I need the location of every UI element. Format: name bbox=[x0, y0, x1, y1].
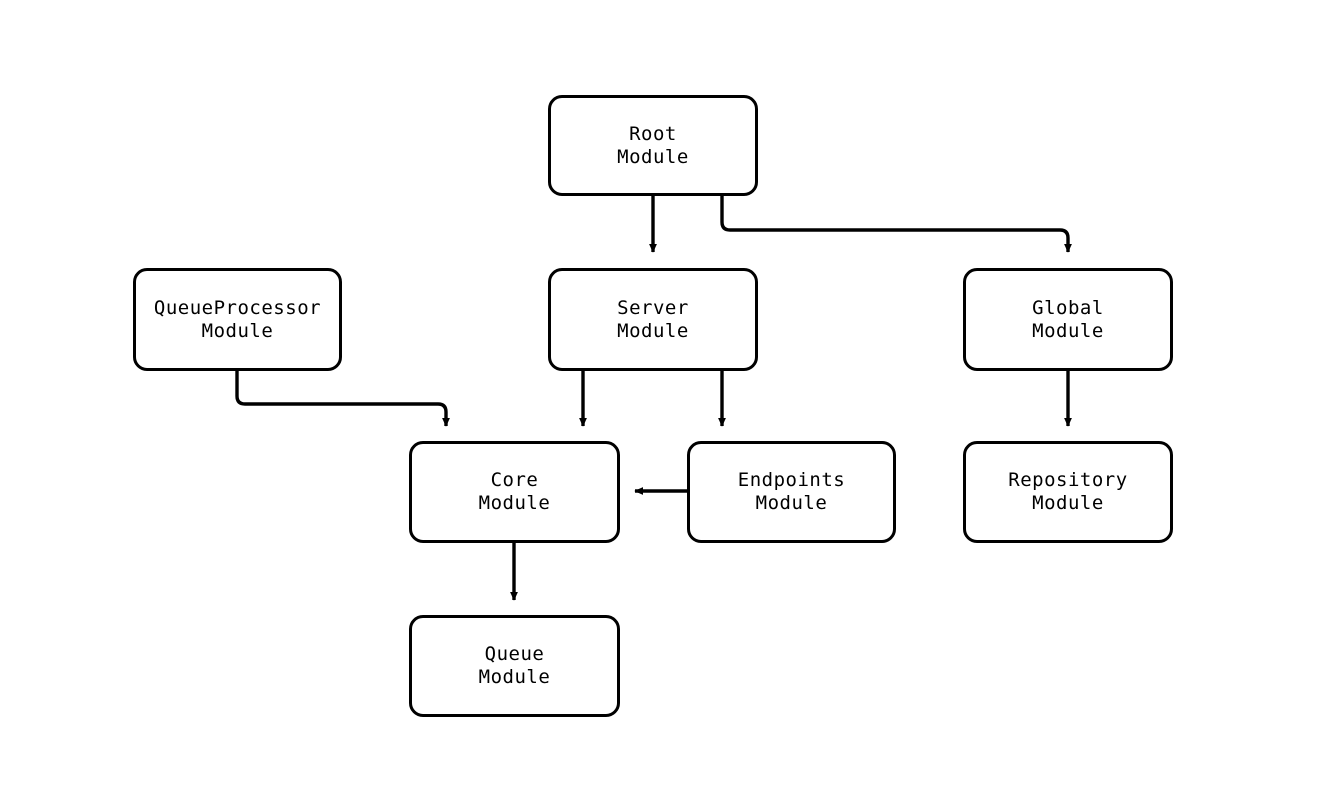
node-root-module-subtitle: Module bbox=[617, 145, 689, 168]
node-core-module[interactable]: Core Module bbox=[409, 441, 620, 543]
node-global-module[interactable]: Global Module bbox=[963, 268, 1173, 371]
node-global-module-name: Global bbox=[1032, 296, 1104, 319]
node-server-module-subtitle: Module bbox=[617, 319, 689, 342]
node-endpoints-module[interactable]: Endpoints Module bbox=[687, 441, 896, 543]
node-server-module-name: Server bbox=[617, 296, 689, 319]
node-queueprocessor-module[interactable]: QueueProcessor Module bbox=[133, 268, 342, 371]
node-server-module[interactable]: Server Module bbox=[548, 268, 758, 371]
node-endpoints-module-name: Endpoints bbox=[737, 469, 846, 491]
node-core-module-name: Core bbox=[490, 469, 539, 491]
node-repository-module[interactable]: Repository Module bbox=[963, 441, 1173, 543]
node-core-module-subtitle: Module bbox=[478, 492, 551, 514]
node-queue-module-name: Queue bbox=[484, 643, 545, 665]
node-queueprocessor-module-subtitle: Module bbox=[201, 319, 274, 342]
node-queue-module-subtitle: Module bbox=[478, 666, 551, 688]
edge-queueprocessor-core bbox=[235, 371, 450, 427]
node-repository-module-subtitle: Module bbox=[1032, 492, 1104, 514]
node-queue-module[interactable]: Queue Module bbox=[409, 615, 620, 717]
edge-root-global bbox=[720, 196, 1072, 253]
node-repository-module-name: Repository bbox=[1008, 469, 1128, 491]
node-endpoints-module-subtitle: Module bbox=[755, 492, 828, 514]
node-root-module[interactable]: Root Module bbox=[548, 95, 758, 196]
node-root-module-name: Root bbox=[629, 122, 677, 145]
node-global-module-subtitle: Module bbox=[1032, 319, 1104, 342]
node-queueprocessor-module-name: QueueProcessor bbox=[153, 296, 322, 319]
